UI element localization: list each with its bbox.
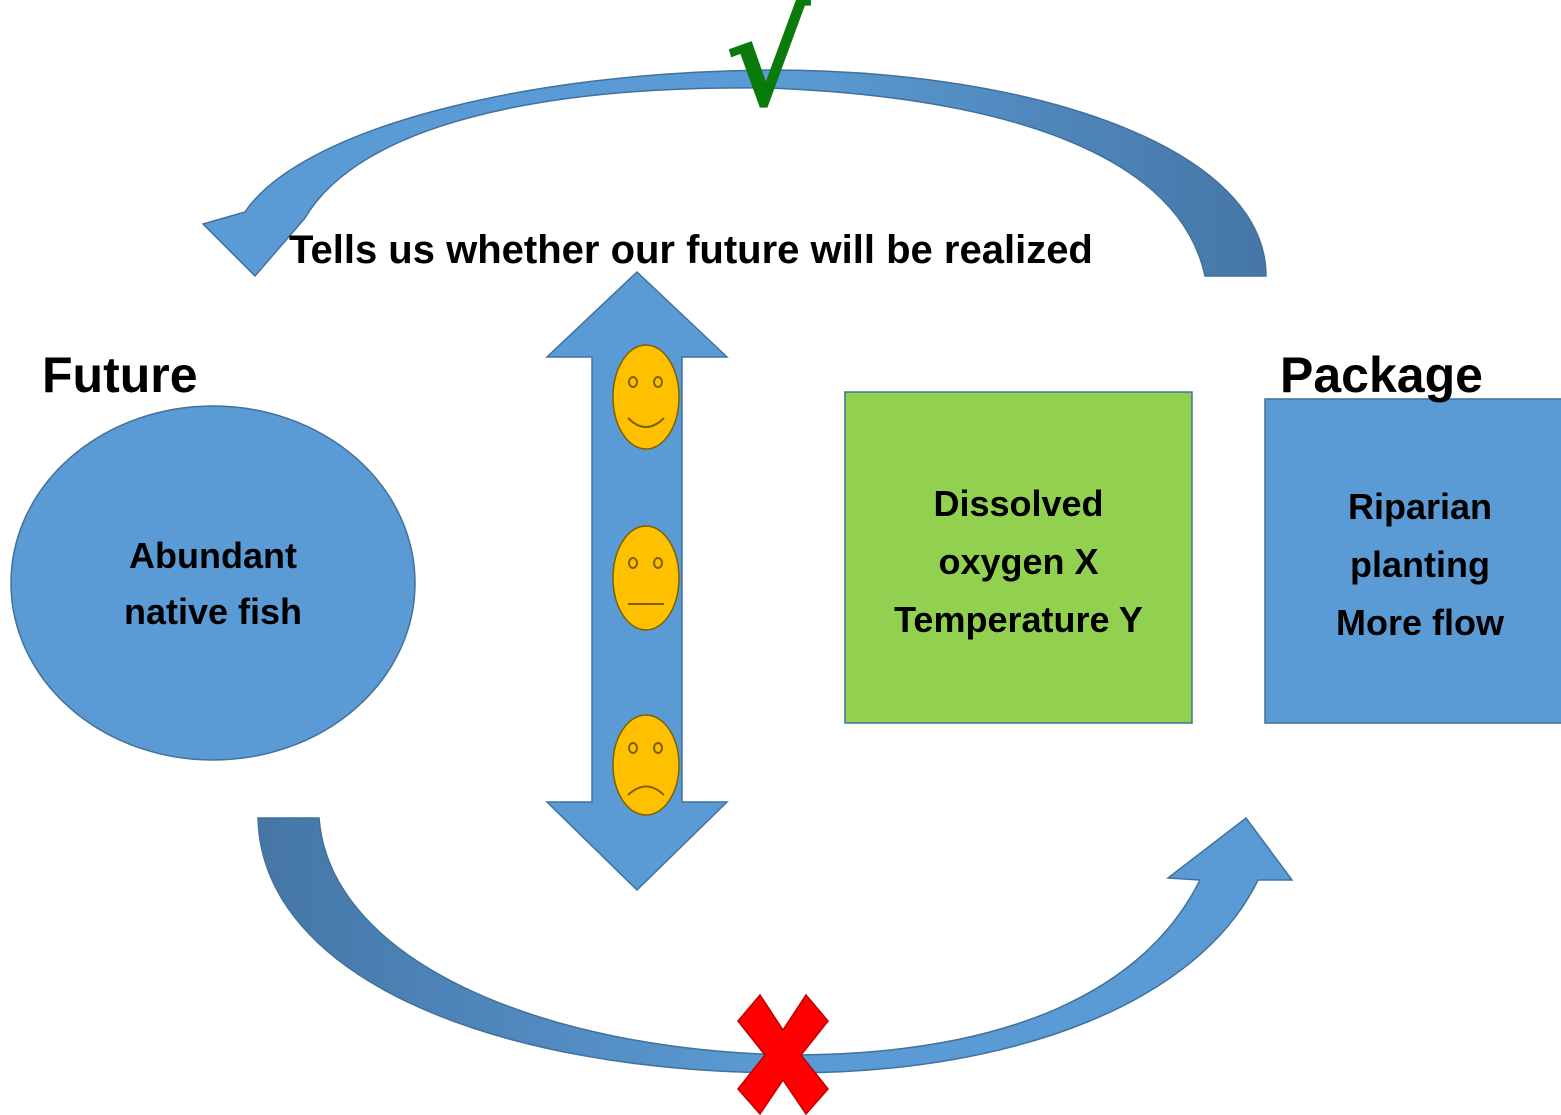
happy-face-icon [612, 344, 680, 450]
neutral-face-icon [612, 525, 680, 631]
indicator-line-2: oxygen X [938, 541, 1099, 582]
banner-text: Tells us whether our future will be real… [289, 228, 1093, 272]
indicator-line-3: Temperature Y [894, 599, 1143, 640]
future-ellipse [10, 405, 416, 761]
package-heading: Package [1280, 347, 1483, 403]
indicator-text: Dissolved oxygen X Temperature Y [845, 475, 1192, 649]
package-line-1: Riparian [1347, 486, 1493, 527]
package-line-3: More flow [1336, 602, 1504, 643]
cross-icon [737, 993, 829, 1115]
check-icon: √ [724, 0, 811, 136]
future-heading: Future [42, 347, 198, 403]
package-line-2: planting [1350, 544, 1490, 585]
future-text: Abundant native fish [60, 528, 366, 640]
future-line-1: Abundant [129, 535, 297, 576]
indicator-box [844, 391, 1193, 724]
indicator-line-1: Dissolved [933, 483, 1104, 524]
future-line-2: native fish [123, 591, 303, 632]
package-text: Riparian planting More flow [1265, 478, 1561, 652]
bottom-curved-arrow [257, 816, 1294, 1074]
package-box [1264, 398, 1561, 724]
sad-face-icon [612, 714, 680, 816]
top-curved-arrow [201, 69, 1267, 278]
